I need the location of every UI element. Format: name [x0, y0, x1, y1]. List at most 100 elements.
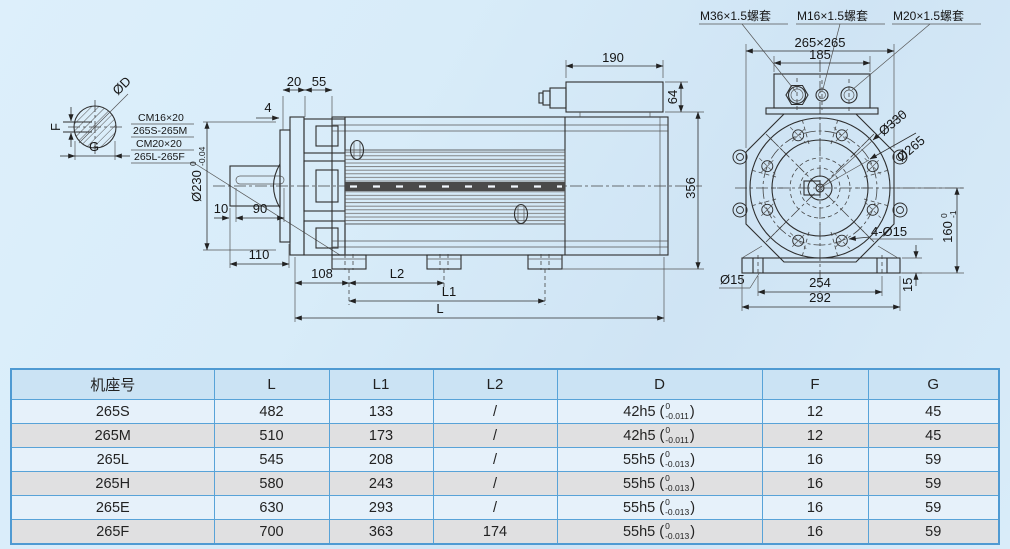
d-lower-tol: -0.013: [665, 506, 690, 517]
cell-G: 59: [867, 519, 1000, 545]
paren-close: ): [690, 523, 696, 540]
paren-open: (: [659, 403, 665, 420]
d-upper-tol: 0: [665, 448, 670, 459]
dim-230-upper-tol: 0: [188, 161, 198, 166]
d-base: 55h5: [622, 475, 656, 492]
d-base: 55h5: [622, 499, 656, 516]
cell-L: 580: [213, 471, 330, 496]
table-header-row: 机座号 L L1 L2 D F G: [10, 368, 1000, 400]
shaft-section-detail: F G ØD: [48, 73, 134, 160]
side-view: [213, 81, 702, 270]
cell-D: 42h5(0-0.011): [556, 399, 763, 424]
cell-F: 16: [761, 519, 869, 545]
cell-model: 265F: [10, 519, 215, 545]
cell-L1: 293: [328, 495, 434, 520]
foot-hole-label: Ø15: [720, 272, 745, 287]
d-upper-tol: 0: [665, 424, 671, 435]
dim-254: 254: [809, 275, 831, 290]
cell-L: 700: [213, 519, 330, 545]
d-upper-tol: 0: [665, 496, 670, 507]
cell-L2: /: [432, 471, 558, 496]
dim-20: 20: [287, 74, 301, 89]
paren-close: ): [689, 427, 695, 444]
cell-L2: /: [432, 399, 558, 424]
dia-265-label: Ø265: [894, 133, 928, 165]
d-lower-tol: -0.013: [665, 458, 690, 469]
dim-108: 108: [311, 266, 333, 281]
cell-G: 59: [867, 495, 1000, 520]
dim-185: 185: [809, 47, 831, 62]
dim-L1: L1: [442, 284, 456, 299]
paren-close: ): [690, 475, 696, 492]
g-label: G: [89, 139, 99, 154]
dim-4: 4: [264, 100, 271, 115]
cell-L2: /: [432, 495, 558, 520]
dimension-table: 机座号 L L1 L2 D F G 265S 482 133 / 42h5(0-…: [10, 368, 1000, 545]
cell-D: 55h5(0-0.013): [556, 471, 763, 496]
cell-L1: 133: [328, 399, 434, 424]
d-lower-tol: -0.013: [665, 530, 690, 541]
cell-L1: 208: [328, 447, 434, 472]
table-row: 265M 510 173 / 42h5(0-0.011) 12 45: [10, 423, 1000, 448]
cell-G: 45: [867, 399, 1000, 424]
dim-L2: L2: [390, 266, 404, 281]
f-label: F: [48, 123, 63, 131]
dim-90: 90: [253, 201, 267, 216]
note-line-4: 265L-265F: [134, 151, 185, 163]
dia-330-label: Ø330: [876, 107, 910, 139]
cell-D: 42h5(0-0.011): [556, 423, 763, 448]
col-header-L1: L1: [328, 368, 434, 400]
cell-F: 16: [761, 471, 869, 496]
note-line-1: CM16×20: [138, 112, 184, 124]
paren-open: (: [659, 427, 665, 444]
cell-G: 59: [867, 447, 1000, 472]
cell-G: 59: [867, 471, 1000, 496]
table-row: 265L 545 208 / 55h5(0-0.013) 16 59: [10, 447, 1000, 472]
cell-F: 16: [761, 447, 869, 472]
dim-160-upper-tol: 0: [939, 213, 949, 218]
dim-160: 160: [940, 221, 955, 243]
flange-holes-label: 4-Ø15: [871, 224, 907, 239]
end-view: [732, 60, 966, 292]
dim-265x265: 265×265: [795, 35, 846, 50]
dim-10: 10: [214, 201, 228, 216]
cell-model: 265E: [10, 495, 215, 520]
dim-55: 55: [312, 74, 326, 89]
paren-close: ): [689, 403, 695, 420]
mounting-feet: [331, 254, 563, 270]
d-upper-tol: 0: [665, 400, 671, 411]
cell-D: 55h5(0-0.013): [556, 447, 763, 472]
side-view-dimensions: 20 55 4 190 64 356 Ø230 0 -0.04: [188, 50, 704, 322]
gland-hole-m36: [785, 78, 809, 112]
cell-F: 12: [761, 423, 869, 448]
table-row: 265E 630 293 / 55h5(0-0.013) 16 59: [10, 495, 1000, 520]
cell-L1: 363: [328, 519, 434, 545]
col-header-L: L: [213, 368, 330, 400]
d-base: 42h5: [623, 403, 656, 420]
dim-15: 15: [900, 278, 915, 292]
note-line-3: CM20×20: [136, 138, 182, 150]
cell-D: 55h5(0-0.013): [556, 495, 763, 520]
cell-L: 545: [213, 447, 330, 472]
cell-G: 45: [867, 423, 1000, 448]
paren-open: (: [659, 475, 665, 492]
col-header-F: F: [761, 368, 869, 400]
cell-F: 16: [761, 495, 869, 520]
dim-110: 110: [249, 247, 270, 262]
gland-hole-m16: [815, 80, 829, 110]
col-header-G: G: [867, 368, 1000, 400]
gland-hole-m20: [840, 79, 858, 111]
d-lower-tol: -0.011: [665, 434, 689, 445]
paren-open: (: [659, 523, 665, 540]
col-header-L2: L2: [432, 368, 558, 400]
cell-L: 482: [213, 399, 330, 424]
d-base: 42h5: [623, 427, 656, 444]
cell-D: 55h5(0-0.013): [556, 519, 763, 545]
d-base: 55h5: [622, 451, 656, 468]
dim-64: 64: [665, 90, 680, 104]
dim-L: L: [436, 301, 443, 316]
cell-L: 510: [213, 423, 330, 448]
cell-L2: /: [432, 423, 558, 448]
d-base: 55h5: [622, 523, 656, 540]
